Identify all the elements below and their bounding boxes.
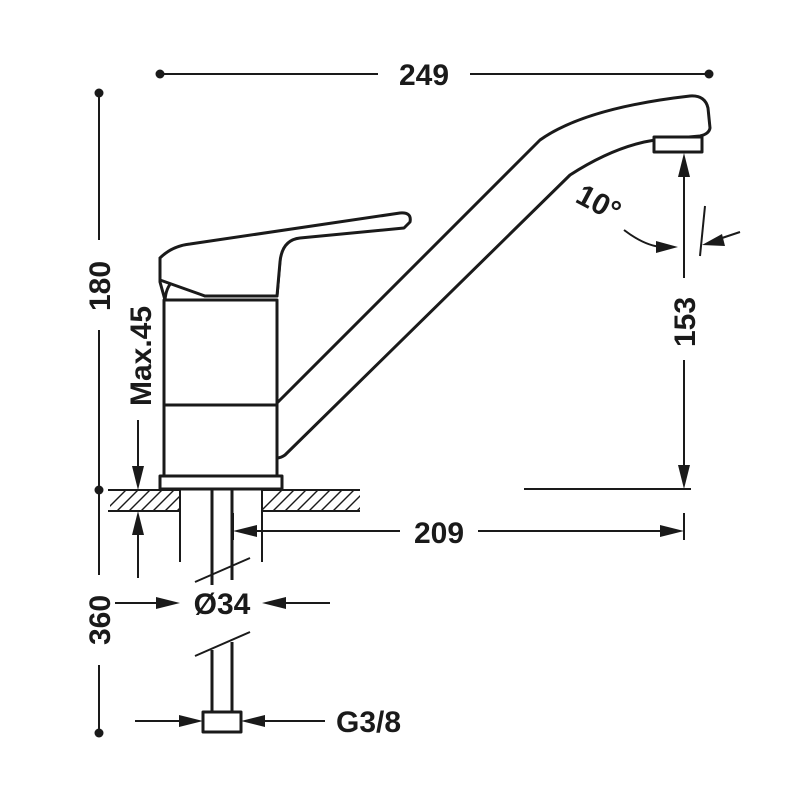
faucet-body — [158, 298, 284, 491]
faucet-spout — [264, 94, 712, 460]
spout-height-label: 153 — [669, 297, 702, 347]
max-deck-thickness-label: Max.45 — [125, 306, 158, 406]
overall-width-label: 249 — [399, 59, 449, 92]
faucet-lever-handle — [158, 211, 412, 302]
connection-thread-label: G3/8 — [336, 706, 401, 739]
dimension-shank-diameter: Ø34 — [115, 588, 330, 621]
shank-diameter-label: Ø34 — [194, 588, 251, 621]
dimension-spout-reach: 209 — [232, 513, 685, 550]
dimension-max-deck-thickness: Max.45 — [125, 306, 158, 578]
spout-angle-label: 10° — [571, 178, 627, 228]
dimension-spout-angle: 10° — [571, 178, 741, 257]
spout-reach-label: 209 — [414, 517, 464, 550]
dimension-spout-height: 153 — [524, 153, 702, 490]
dimension-overall-width: 249 — [155, 59, 714, 92]
hose-length-label: 360 — [84, 595, 117, 645]
dimension-overall-height: 180 — [84, 88, 117, 495]
dimension-hose-length: 360 — [84, 492, 117, 738]
overall-height-label: 180 — [84, 261, 117, 311]
dimension-connection-thread: G3/8 — [135, 706, 401, 739]
